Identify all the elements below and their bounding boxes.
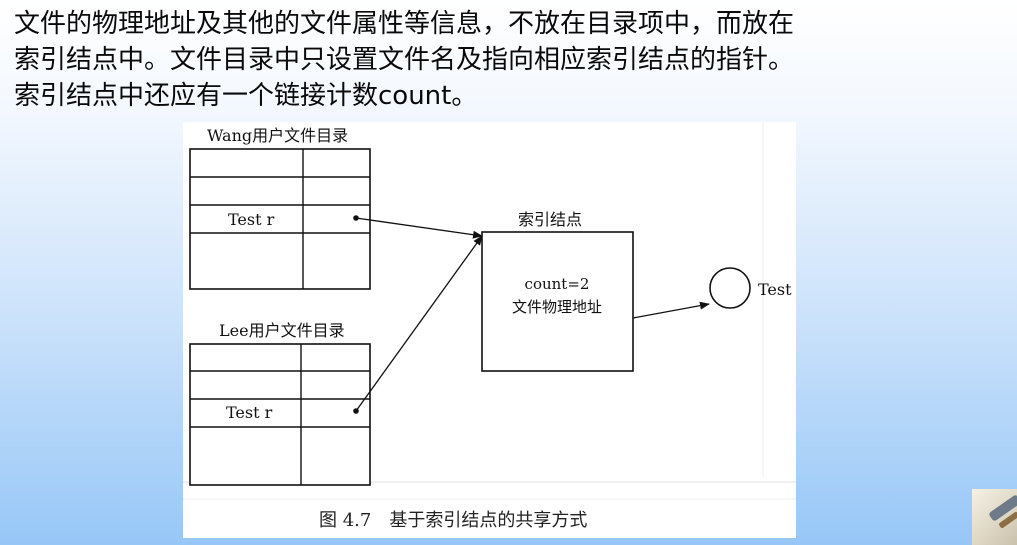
file-node-label: Test	[758, 280, 792, 299]
wang-entry-name: Test r	[228, 210, 275, 229]
lee-directory-title: Lee用户文件目录	[219, 321, 345, 340]
corner-decorative-image	[972, 489, 1017, 545]
figure-caption: 图 4.7 基于索引结点的共享方式	[319, 510, 587, 531]
paragraph-line-1: 文件的物理地址及其他的文件属性等信息，不放在目录项中，而放在	[14, 9, 795, 39]
inode-title: 索引结点	[518, 210, 582, 229]
inode-to-file-arrow	[632, 301, 710, 319]
intro-paragraph: 文件的物理地址及其他的文件属性等信息，不放在目录项中，而放在 索引结点中。文件目…	[14, 6, 1009, 114]
wang-directory-title: Wang用户文件目录	[207, 126, 348, 145]
inode-sharing-figure: Wang用户文件目录 Test r Lee用户文件目录 Test r 索引结点 …	[183, 122, 796, 538]
lee-directory-table	[189, 343, 371, 486]
lee-pointer-arrow	[355, 235, 483, 412]
wang-directory-table	[189, 148, 371, 290]
wang-pointer-arrow	[355, 217, 483, 239]
inode-count: count=2	[525, 275, 590, 293]
wang-pointer-dot	[353, 215, 359, 221]
paragraph-line-3: 索引结点中还应有一个链接计数count。	[14, 81, 478, 111]
inode-box	[481, 231, 634, 372]
inode-physical-address: 文件物理地址	[512, 298, 602, 316]
lee-entry-name: Test r	[226, 403, 273, 422]
file-node-circle	[709, 267, 751, 309]
paragraph-line-2: 索引结点中。文件目录中只设置文件名及指向相应索引结点的指针。	[14, 45, 795, 75]
inode-sharing-diagram: Wang用户文件目录 Test r Lee用户文件目录 Test r 索引结点 …	[183, 122, 796, 531]
